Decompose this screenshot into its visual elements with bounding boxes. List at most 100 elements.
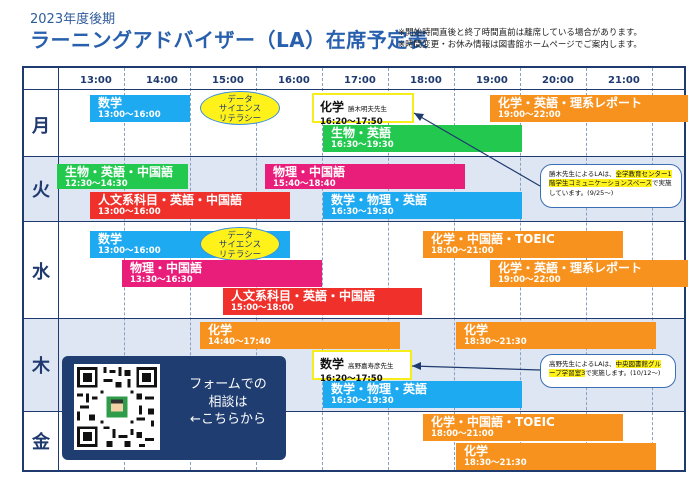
- arrowhead-takano: [412, 362, 421, 370]
- block-subject: 生物・英語: [331, 126, 392, 140]
- block-time: 16:20～17:50: [320, 117, 383, 127]
- block-time: 16:30～19:30: [331, 206, 394, 217]
- block-time: 18:00～21:00: [431, 428, 494, 439]
- block-fri-chem-chi-toeic: 化学・中国語・TOEIC 18:00～21:00: [423, 414, 623, 441]
- row-divider: [24, 411, 684, 412]
- block-thu-chem-early: 化学 14:40～17:40: [200, 322, 400, 349]
- time-label: 15:00: [212, 75, 244, 86]
- block-time: 16:30～19:30: [331, 395, 394, 406]
- block-time: 13:00～16:00: [98, 109, 161, 120]
- block-subject: 数学・物理・英語: [331, 193, 428, 207]
- block-subject: 数学: [98, 232, 123, 246]
- block-subject: 数学・物理・英語: [331, 382, 428, 396]
- row-divider: [24, 156, 684, 157]
- qr-code[interactable]: [74, 364, 160, 450]
- block-subject: 化学: [464, 444, 489, 458]
- block-thu-chem-late: 化学 18:30～21:30: [456, 322, 656, 349]
- connector-takano: [411, 365, 541, 371]
- block-subject: 人文系科目・英語・中国語: [231, 289, 376, 303]
- day-label-fri: 金: [32, 432, 50, 453]
- time-label: 21:00: [608, 75, 640, 86]
- note-line-1: ※開始時間直後と終了時間直前は離席している場合があります。: [398, 28, 643, 38]
- header-divider: [24, 89, 684, 90]
- block-subject: 生物・英語・中国語: [65, 165, 174, 179]
- qr-text-line-2: 相談は: [208, 394, 248, 410]
- block-advisor: 勝木明夫先生: [348, 105, 388, 113]
- qr-text-line-1: フォームでの: [189, 377, 267, 392]
- block-subject: 物理・中国語: [273, 165, 346, 179]
- block-wed-humanities: 人文系科目・英語・中国語 15:00～18:00: [223, 288, 422, 315]
- block-time: 18:30～21:30: [464, 336, 527, 347]
- block-time: 18:30～21:30: [464, 457, 527, 468]
- block-subject: 人文系科目・英語・中国語: [98, 193, 243, 207]
- day-label-mon: 月: [32, 116, 50, 137]
- block-wed-chem-eng-sci: 化学・英語・理系レポート 19:00～22:00: [490, 260, 688, 287]
- day-label-thu: 木: [32, 356, 50, 377]
- time-label: 14:00: [146, 75, 178, 86]
- block-time: 16:20～17:50: [320, 374, 383, 384]
- block-time: 19:00～22:00: [498, 109, 561, 120]
- block-tue-phys-chi: 物理・中国語 15:40～18:40: [265, 164, 465, 189]
- block-mon-bio-eng: 生物・英語 16:30～19:30: [323, 125, 522, 152]
- callout-kimura: 勝木先生によるLAは、全学教育センター1階学生コミュニケーションスペースで実施し…: [540, 164, 682, 208]
- note-line-2: ※時間変更・お休み情報は図書館ホームページでご案内します。: [398, 40, 642, 50]
- block-time: 15:00～18:00: [231, 302, 294, 313]
- block-time: 13:00～16:00: [98, 245, 161, 256]
- time-label: 16:00: [278, 75, 310, 86]
- block-subject: 化学: [320, 100, 345, 114]
- block-time: 12:30～14:30: [65, 178, 128, 189]
- block-tue-humanities: 人文系科目・英語・中国語 13:00～16:00: [90, 192, 290, 219]
- day-label-wed: 水: [32, 262, 50, 283]
- block-thu-math-phys-eng: 数学・物理・英語 16:30～19:30: [323, 381, 522, 408]
- time-label: 18:00: [410, 75, 442, 86]
- block-thu-math-takano: 数学高野嘉寿彦先生 16:20～17:50: [312, 350, 412, 384]
- block-wed-chem-chi-toeic: 化学・中国語・TOEIC 18:00～21:00: [423, 231, 623, 258]
- time-label: 20:00: [542, 75, 574, 86]
- block-subject: 化学: [208, 323, 233, 337]
- block-time: 16:30～19:30: [331, 139, 394, 150]
- connector-kimura: [413, 112, 541, 187]
- block-subject: 化学: [464, 323, 489, 337]
- block-mon-math: 数学 13:00～16:00: [90, 95, 190, 122]
- data-science-badge-mon: データサイエンスリテラシー: [200, 91, 280, 125]
- block-tue-math-phys-eng: 数学・物理・英語 16:30～19:30: [323, 192, 522, 219]
- block-advisor: 高野嘉寿彦先生: [348, 362, 394, 370]
- block-fri-chem: 化学 18:30～21:30: [456, 443, 656, 470]
- time-label: 17:00: [344, 75, 376, 86]
- block-tue-bio-eng-chi: 生物・英語・中国語 12:30～14:30: [57, 164, 188, 189]
- block-subject: 数学: [320, 357, 345, 371]
- block-time: 15:40～18:40: [273, 178, 336, 189]
- block-time: 19:00～22:00: [498, 274, 561, 285]
- data-science-badge-wed: データサイエンスリテラシー: [200, 227, 280, 261]
- callout-takano: 高野先生によるLAは、中央図書館グループ学習室3で実施します。(10/12～): [540, 354, 676, 388]
- arrowhead-kimura: [414, 113, 424, 121]
- time-label: 19:00: [476, 75, 508, 86]
- block-subject: 数学: [98, 96, 123, 110]
- block-subject: 化学・中国語・TOEIC: [431, 232, 555, 246]
- block-mon-chem-eng-sci: 化学・英語・理系レポート 19:00～22:00: [490, 95, 688, 122]
- block-subject: 化学・英語・理系レポート: [498, 96, 643, 110]
- day-column-divider: [58, 68, 59, 470]
- block-time: 18:00～21:00: [431, 245, 494, 256]
- block-mon-chem-kimura: 化学勝木明夫先生 16:20～17:50: [312, 93, 414, 127]
- qr-panel-text: フォームでの 相談は ←こちらから: [172, 376, 284, 429]
- block-time: 13:30～16:30: [130, 274, 193, 285]
- block-subject: 化学・英語・理系レポート: [498, 261, 643, 275]
- hour-line: [322, 68, 323, 470]
- hour-line: [454, 68, 455, 470]
- block-subject: 化学・中国語・TOEIC: [431, 415, 555, 429]
- block-time: 13:00～16:00: [98, 206, 161, 217]
- row-divider: [24, 221, 684, 222]
- qr-consultation-panel: フォームでの 相談は ←こちらから: [62, 356, 286, 460]
- block-subject: 物理・中国語: [130, 261, 203, 275]
- row-divider: [24, 318, 684, 319]
- time-label: 13:00: [80, 75, 112, 86]
- hour-line: [388, 68, 389, 470]
- day-label-tue: 火: [32, 180, 50, 201]
- qr-text-line-3: ←こちらから: [190, 412, 266, 428]
- term-label: 2023年度後期: [30, 12, 116, 27]
- page-title: ラーニングアドバイザー（LA）在席予定表: [30, 28, 429, 52]
- block-wed-phys-chi: 物理・中国語 13:30～16:30: [122, 260, 322, 287]
- block-time: 14:40～17:40: [208, 336, 271, 347]
